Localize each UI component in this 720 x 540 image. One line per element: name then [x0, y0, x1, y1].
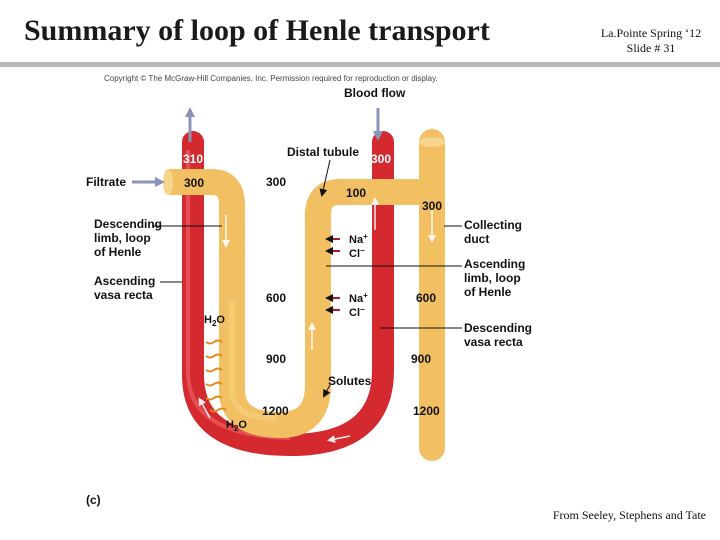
water-squiggles: [205, 339, 227, 413]
slide-number: Slide # 31: [626, 41, 676, 55]
na-label-lower: Na+: [349, 291, 368, 305]
ascending-limb-line-2: limb, loop: [464, 271, 521, 285]
filtrate-inlet: [163, 169, 173, 195]
ascending-limb-label: Ascending limb, loop of Henle: [464, 257, 529, 299]
descending-limb-label: Descending limb, loop of Henle: [94, 217, 165, 259]
distal-tubule-label: Distal tubule: [287, 145, 359, 159]
ascending-vasa-recta-line-1: Ascending: [94, 274, 155, 288]
descending-vasa-recta-label: Descending vasa recta: [464, 321, 535, 349]
slide-info: La.Pointe Spring ‘12 Slide # 31: [586, 26, 716, 56]
value-duct-600: 600: [416, 291, 436, 305]
flow-arrows: [198, 197, 436, 443]
h2o-label-upper: H2O: [204, 314, 225, 328]
ascending-vasa-recta-label: Ascending vasa recta: [94, 274, 159, 302]
solutes-label: Solutes: [328, 374, 372, 388]
value-vessel-top-right: 300: [371, 152, 391, 166]
ascending-vasa-recta-line-2: vasa recta: [94, 288, 153, 302]
blood-flow-label: Blood flow: [344, 86, 406, 100]
cl-label-lower: Cl−: [349, 305, 365, 319]
value-distal-100: 100: [346, 186, 366, 200]
descending-vasa-recta-line-2: vasa recta: [464, 335, 523, 349]
distal-tubule-pointer: [319, 159, 331, 197]
collecting-duct-line-2: duct: [464, 232, 489, 246]
ion-arrows-lower: [325, 294, 340, 314]
value-interstitium-600: 600: [266, 291, 286, 305]
value-duct-300: 300: [422, 199, 442, 213]
slide-term: La.Pointe Spring ‘12: [600, 26, 702, 40]
value-interstitium-900: 900: [266, 352, 286, 366]
cl-label-upper: Cl−: [349, 246, 365, 260]
value-duct-1200: 1200: [413, 404, 440, 418]
descending-limb-line-3: of Henle: [94, 245, 142, 259]
ascending-limb-line-1: Ascending: [464, 257, 525, 271]
collecting-duct-line-1: Collecting: [464, 218, 522, 232]
ion-arrows-upper: [325, 235, 340, 255]
thin-segment: [229, 300, 277, 421]
header-divider: [0, 62, 720, 67]
value-interstitium-1200: 1200: [262, 404, 289, 418]
value-filtrate-in: 300: [184, 176, 204, 190]
copyright-notice: Copyright © The McGraw-Hill Companies, I…: [104, 74, 438, 83]
ascending-limb-line-3: of Henle: [464, 285, 512, 299]
value-interstitium-300: 300: [266, 175, 286, 189]
descending-limb-line-1: Descending: [94, 217, 162, 231]
solutes-pointer: [323, 384, 331, 398]
h2o-label-lower: H2O: [226, 419, 247, 433]
page-title: Summary of loop of Henle transport: [24, 14, 490, 47]
source-credit: From Seeley, Stephens and Tate: [552, 508, 706, 522]
loop-of-henle-tubule: [168, 169, 432, 438]
value-vessel-top-left: 310: [183, 152, 203, 166]
na-label-upper: Na+: [349, 232, 368, 246]
panel-label: (c): [86, 493, 101, 507]
descending-limb-line-2: limb, loop: [94, 231, 151, 245]
leader-lines: [152, 225, 462, 329]
descending-vasa-recta-line-1: Descending: [464, 321, 532, 335]
collecting-duct-top: [419, 137, 445, 147]
collecting-duct-label: Collecting duct: [464, 218, 525, 246]
value-duct-900: 900: [411, 352, 431, 366]
filtrate-label: Filtrate: [86, 175, 126, 189]
